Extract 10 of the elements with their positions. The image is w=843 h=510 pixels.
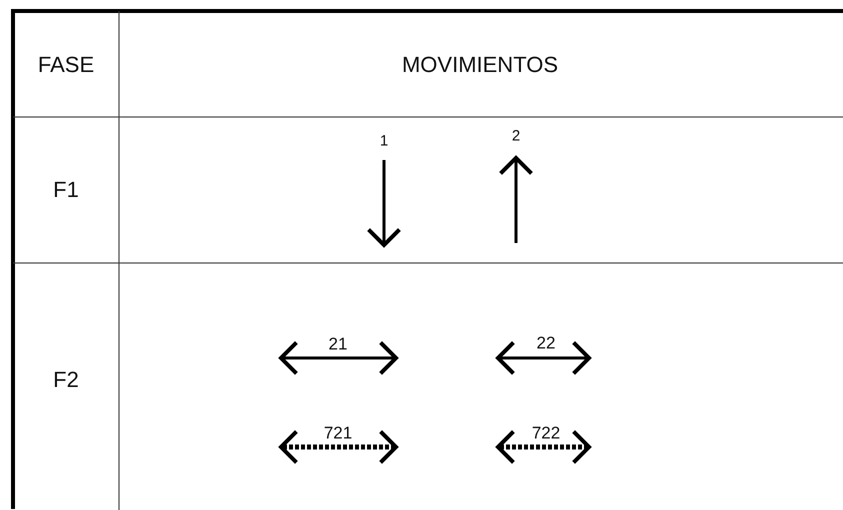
movement-number: 722 xyxy=(530,424,562,442)
movement-number: 721 xyxy=(322,424,354,442)
movement-number: 21 xyxy=(328,336,348,352)
movement-number: 2 xyxy=(512,128,520,144)
column-header: MOVIMIENTOS xyxy=(402,54,558,76)
movement-number: 1 xyxy=(380,134,388,148)
movement-number: 22 xyxy=(536,334,556,352)
phase-label: F2 xyxy=(53,369,79,391)
column-header: FASE xyxy=(38,54,94,76)
phase-label: F1 xyxy=(53,179,79,201)
